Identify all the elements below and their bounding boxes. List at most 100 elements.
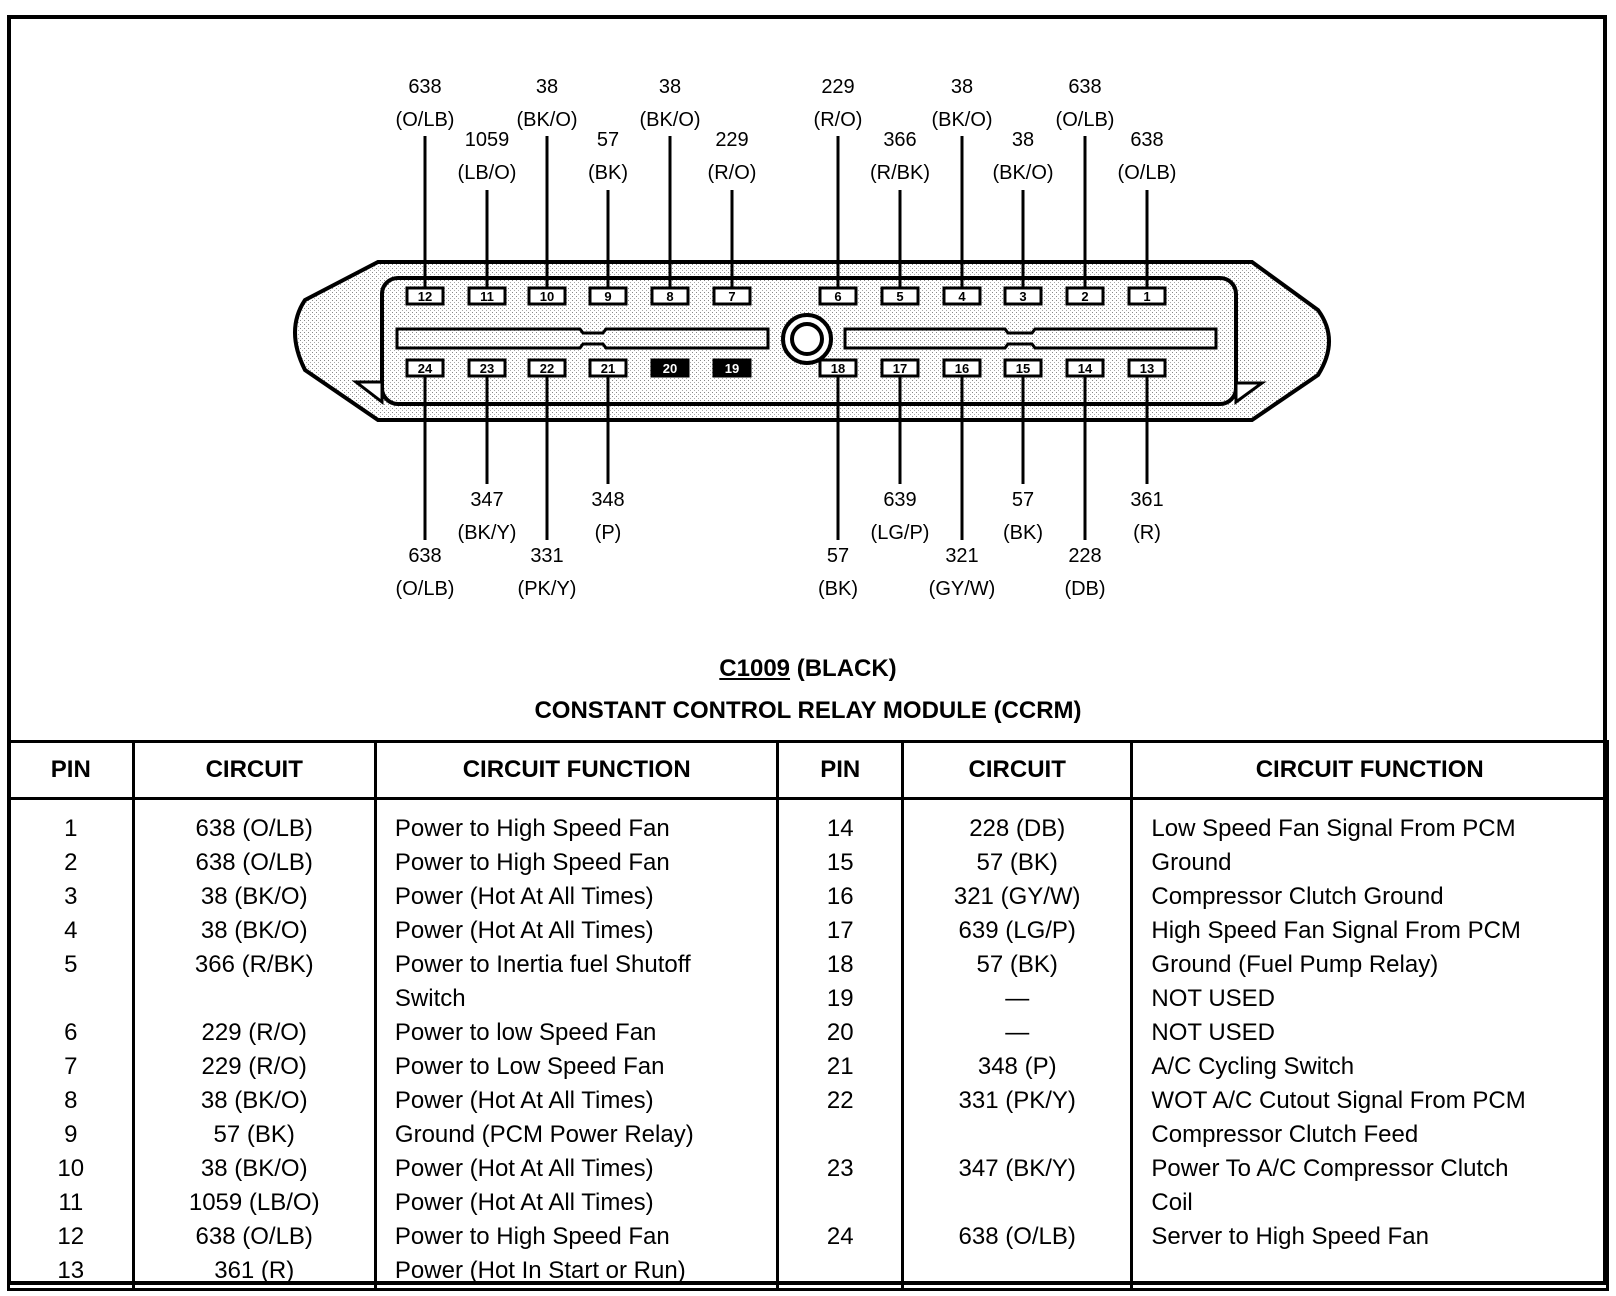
table-cell-function: Power (Hot In Start or Run) <box>394 1257 686 1284</box>
table-cell-pin: 24 <box>826 1223 854 1250</box>
table-cell-pin: 11 <box>58 1189 84 1216</box>
table-cell-circuit: 57 (BK) <box>976 849 1058 876</box>
header-function-left: CIRCUIT FUNCTION <box>373 740 780 800</box>
table-cell-function: Ground (PCM Power Relay) <box>394 1121 694 1148</box>
wire-label: 638(O/LB) <box>1030 71 1140 137</box>
wire-label: 228(DB) <box>1030 540 1140 606</box>
table-cell-circuit: 347 (BK/Y) <box>958 1155 1076 1182</box>
circuit-number: 57 <box>826 545 850 567</box>
table-cell-pin <box>779 1118 901 1152</box>
pin-cavity <box>405 286 445 306</box>
wire-label: 331(PK/Y) <box>492 540 602 606</box>
wire-label: 366(R/BK) <box>845 124 955 190</box>
table-cell-function: Power (Hot At All Times) <box>394 1087 654 1114</box>
table-cell-function: Ground <box>1151 849 1232 876</box>
pin-number: 1 <box>1143 289 1150 304</box>
table-cell-pin: 13 <box>57 1257 85 1284</box>
table-cell-pin: 2 <box>64 849 78 876</box>
pin-number: 3 <box>1019 289 1026 304</box>
table-cell-pin: 16 <box>826 883 854 910</box>
circuit-number: 638 <box>1068 76 1102 98</box>
table-cell-pin: 8 <box>64 1087 78 1114</box>
table-cell-pin: 21 <box>826 1053 854 1080</box>
table-cell-function: Power to High Speed Fan <box>394 1223 670 1250</box>
table-cell-function: Power (Hot At All Times) <box>394 1189 654 1216</box>
table-cell-circuit: 228 (DB) <box>969 815 1066 842</box>
circuit-number: 348 <box>591 489 625 511</box>
wire-color: (O/LB) <box>1117 162 1177 184</box>
wire-label: 639(LG/P) <box>845 484 955 550</box>
table-cell-circuit: 57 (BK) <box>976 951 1058 978</box>
table-cell-circuit: 38 (BK/O) <box>200 1087 308 1114</box>
table-cell-circuit <box>904 1118 1130 1152</box>
connector-title: C1009 (BLACK) <box>0 655 1616 683</box>
header-function-right: CIRCUIT FUNCTION <box>1130 740 1609 800</box>
pin-number: 7 <box>728 289 735 304</box>
table-cell-circuit <box>904 1186 1130 1220</box>
table-cell-circuit: 348 (P) <box>977 1053 1057 1080</box>
wire-color: (BK/O) <box>992 162 1054 184</box>
pin-cavity <box>1127 286 1167 306</box>
table-cell-circuit: 331 (PK/Y) <box>958 1087 1076 1114</box>
wire-color: (P) <box>594 522 622 544</box>
circuit-number: 57 <box>1011 489 1035 511</box>
pin-number: 15 <box>1016 361 1030 376</box>
wire-label: 1059(LB/O) <box>432 124 542 190</box>
table-cell-circuit <box>135 982 374 1016</box>
pin-cavity <box>1003 286 1043 306</box>
circuit-number: 366 <box>883 129 917 151</box>
wire-color: (GY/W) <box>928 578 996 600</box>
pin-number: 10 <box>540 289 554 304</box>
pin-number: 9 <box>604 289 611 304</box>
pin-cavity <box>1065 358 1105 378</box>
wire-label: 229(R/O) <box>783 71 893 137</box>
wire-color: (R) <box>1133 522 1161 544</box>
wire-label: 57(BK) <box>553 124 663 190</box>
pin-cavity <box>467 286 507 306</box>
table-cell-function: Power To A/C Compressor Clutch <box>1151 1155 1509 1182</box>
table-cell-pin <box>10 982 132 1016</box>
table-cell-circuit: 38 (BK/O) <box>200 883 308 910</box>
circuit-number: 638 <box>408 545 442 567</box>
pin-number: 16 <box>955 361 969 376</box>
wire-color: (BK) <box>588 162 628 184</box>
circuit-number: 639 <box>883 489 917 511</box>
wire-label: 57(BK) <box>968 484 1078 550</box>
table-cell-pin: 19 <box>826 985 854 1012</box>
table-cell-circuit: — <box>1005 985 1030 1012</box>
wire-label: 38(BK/O) <box>968 124 1078 190</box>
wire-label: 229 (R/O) <box>677 124 787 190</box>
pin-cavity <box>650 286 690 306</box>
circuit-number: 361 <box>1130 489 1164 511</box>
table-cell-function: NOT USED <box>1151 1019 1275 1046</box>
table-cell-circuit: 638 (O/LB) <box>958 1223 1076 1250</box>
pin-number: 8 <box>666 289 673 304</box>
wire-color: (R/O) <box>707 162 757 184</box>
right-circuit-column: 228 (DB)57 (BK)321 (GY/W)639 (LG/P)57 (B… <box>900 798 1134 1291</box>
table-cell-function: Switch <box>394 985 466 1012</box>
table-cell-circuit: 321 (GY/W) <box>953 883 1081 910</box>
table-cell-pin: 12 <box>57 1223 85 1250</box>
pin-number: 21 <box>601 361 615 376</box>
table-cell-pin: 18 <box>826 951 854 978</box>
table-cell-pin: 10 <box>57 1155 85 1182</box>
table-cell-pin: 23 <box>826 1155 854 1182</box>
table-cell-circuit: 38 (BK/O) <box>200 917 308 944</box>
pin-cavity <box>527 358 567 378</box>
wire-label: 347(BK/Y) <box>432 484 542 550</box>
circuit-number: 38 <box>950 76 974 98</box>
connector-id: C1009 <box>719 655 791 682</box>
table-cell-pin: 9 <box>64 1121 78 1148</box>
table-cell-function: Power (Hot At All Times) <box>394 883 654 910</box>
circuit-number: 229 <box>715 129 749 151</box>
table-cell-function: Power to Low Speed Fan <box>394 1053 665 1080</box>
circuit-number: 38 <box>535 76 559 98</box>
pin-number: 6 <box>834 289 841 304</box>
wire-color: (BK/O) <box>516 109 578 131</box>
wire-color: (BK/O) <box>931 109 993 131</box>
table-cell-pin: 22 <box>826 1087 854 1114</box>
